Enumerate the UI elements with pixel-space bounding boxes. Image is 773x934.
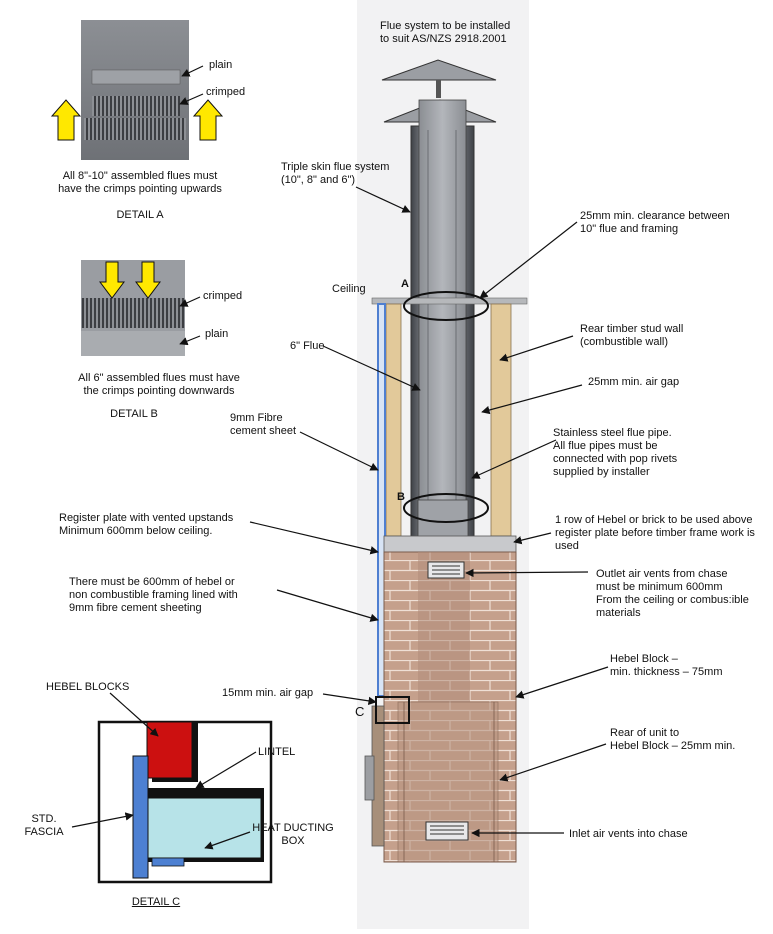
six-inch-flue-label: 6" Flue — [290, 340, 325, 352]
marker-b-ellipse — [403, 493, 489, 523]
hebel-chase — [364, 551, 517, 863]
air-gap-25mm-label: 25mm min. air gap — [588, 376, 680, 388]
detail-a-crimped-label: crimped — [206, 86, 246, 98]
rear-stud-wall-label: Rear timber stud wall (combustible wall) — [580, 323, 684, 348]
air-gap-15mm-label: 15mm min. air gap — [222, 687, 314, 699]
clearance-label: 25mm min. clearance between 10" flue and… — [580, 210, 730, 235]
detail-b-title: DETAIL B — [110, 408, 158, 420]
timber-frame — [385, 303, 512, 537]
marker-b-label: B — [397, 491, 405, 503]
flue-assembly — [381, 59, 497, 541]
ceiling-label: Ceiling — [332, 283, 366, 295]
detail-a-title: DETAIL A — [116, 209, 164, 221]
marker-c-label: C — [355, 704, 365, 719]
register-plate-label: Register plate with vented upstands Mini… — [59, 512, 234, 537]
detail-a-caption: All 8"-10" assembled flues must have the… — [58, 170, 222, 195]
hebel-framing-label: There must be 600mm of hebel or non comb… — [69, 576, 238, 614]
installation-standard-note: Flue system to be installed to suit AS/N… — [380, 20, 511, 45]
marker-a-label: A — [401, 278, 409, 290]
hebel-row-label: 1 row of Hebel or brick to be used above… — [555, 514, 755, 552]
detail-c-drawing — [97, 720, 273, 884]
fibre-cement-sheet-label: 9mm Fibre cement sheet — [230, 412, 297, 437]
stainless-flue-pipe-label: Stainless steel flue pipe. All flue pipe… — [553, 427, 678, 478]
detail-b-photo — [81, 260, 185, 356]
detail-c-hebel-blocks-label: HEBEL BLOCKS — [46, 681, 130, 693]
inlet-vent — [425, 821, 469, 841]
triple-skin-label: Triple skin flue system (10", 8" and 6") — [281, 161, 390, 186]
detail-c-title: DETAIL C — [131, 896, 181, 908]
inlet-vents-label: Inlet air vents into chase — [569, 828, 688, 840]
ceiling-board — [371, 297, 528, 305]
detail-c-fascia-label: STD. FASCIA — [24, 813, 64, 838]
detail-b-plain-label: plain — [205, 328, 229, 340]
rear-unit-label: Rear of unit to Hebel Block – 25mm min. — [610, 727, 736, 752]
outlet-vents-label: Outlet air vents from chase must be mini… — [596, 568, 749, 619]
detail-a-photo — [50, 20, 224, 160]
detail-a-plain-label: plain — [209, 59, 233, 71]
detail-b-crimped-label: crimped — [203, 290, 243, 302]
detail-c-lintel-label: LINTEL — [258, 746, 296, 758]
hebel-thickness-label: Hebel Block – min. thickness – 75mm — [610, 653, 723, 678]
detail-c-heat-ducting-label: HEAT DUCTING BOX — [252, 822, 334, 847]
marker-c-box — [375, 696, 410, 724]
register-plate — [383, 535, 517, 553]
outlet-vent — [427, 561, 465, 579]
callout-lines — [71, 65, 609, 850]
detail-b-caption: All 6" assembled flues must have the cri… — [78, 372, 240, 397]
marker-a-ellipse — [403, 291, 489, 321]
